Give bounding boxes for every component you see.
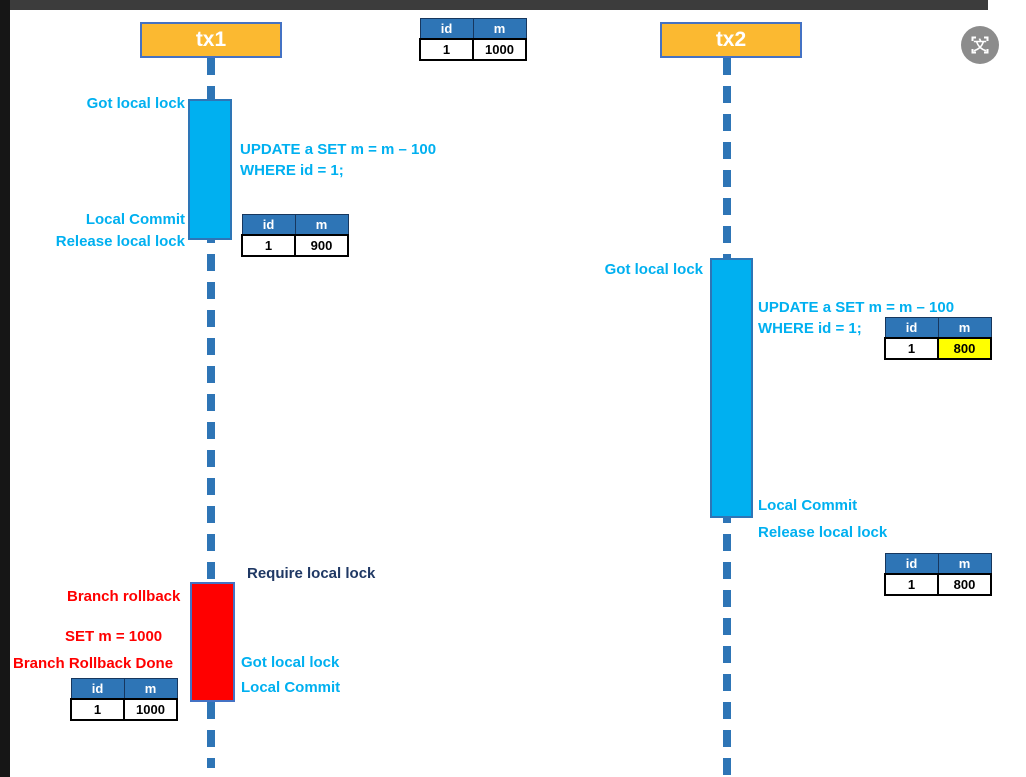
table-header-cell: id xyxy=(884,553,939,575)
table-cell: 1 xyxy=(241,234,296,257)
table-cell: 1000 xyxy=(472,38,527,61)
set-m-1000-label: SET m = 1000 xyxy=(65,628,163,645)
window-edge-top xyxy=(0,0,988,10)
table-header-cell: m xyxy=(123,678,178,700)
branch-rollback-label: Branch rollback xyxy=(67,588,181,605)
translate-icon[interactable]: 文 xyxy=(960,25,1000,65)
table-after-tx2-commit: id m 1 800 xyxy=(884,553,992,596)
table-header-cell: id xyxy=(241,214,296,236)
table-header-cell: id xyxy=(70,678,125,700)
actor-tx2: tx2 xyxy=(660,22,802,58)
tx2-update-sql-line2: WHERE id = 1; xyxy=(758,320,862,337)
tx1-local-commit-label: Local Commit xyxy=(85,211,185,228)
table-cell: 800 xyxy=(937,573,992,596)
tx1-rollback-bar xyxy=(190,582,235,702)
table-initial-state: id m 1 1000 xyxy=(419,18,527,61)
table-cell: 1 xyxy=(884,337,939,360)
tx1-lifeline xyxy=(207,58,215,768)
tx2-activation-bar xyxy=(710,258,753,518)
tx1-got-local-lock-label: Got local lock xyxy=(86,95,185,112)
table-cell: 1 xyxy=(884,573,939,596)
translate-icon-glyph: 文 xyxy=(961,26,999,64)
tx2-release-local-lock-label: Release local lock xyxy=(758,524,888,541)
actor-tx2-label: tx2 xyxy=(715,28,747,51)
tx1-update-sql-line1: UPDATE a SET m = m – 100 xyxy=(240,141,437,158)
actor-tx1: tx1 xyxy=(140,22,282,58)
tx1-activation-bar xyxy=(188,99,232,240)
rollback-got-local-lock-label: Got local lock xyxy=(241,654,340,671)
table-header-cell: id xyxy=(884,317,939,339)
table-tx2-update-highlight: id m 1 800 xyxy=(884,317,992,360)
actor-tx1-label: tx1 xyxy=(195,28,227,51)
table-after-rollback: id m 1 1000 xyxy=(70,678,178,721)
tx1-release-local-lock-label: Release local lock xyxy=(55,233,185,250)
table-after-tx1-commit: id m 1 900 xyxy=(241,214,349,257)
window-edge-left xyxy=(0,0,10,777)
tx1-update-sql-line2: WHERE id = 1; xyxy=(240,162,344,179)
table-cell: 1 xyxy=(419,38,474,61)
table-header-cell: m xyxy=(294,214,349,236)
svg-text:文: 文 xyxy=(973,38,987,54)
table-header-cell: id xyxy=(419,18,474,40)
tx2-update-sql-line1: UPDATE a SET m = m – 100 xyxy=(758,299,955,316)
table-cell: 1 xyxy=(70,698,125,721)
branch-rollback-done-label: Branch Rollback Done xyxy=(13,655,174,672)
table-cell: 900 xyxy=(294,234,349,257)
table-cell-highlighted: 800 xyxy=(937,337,992,360)
tx2-update-sql-label: UPDATE a SET m = m – 100 WHERE id = 1; xyxy=(758,297,954,339)
rollback-local-commit-label: Local Commit xyxy=(241,679,341,696)
table-header-cell: m xyxy=(937,553,992,575)
tx2-got-local-lock-label: Got local lock xyxy=(604,261,703,278)
table-cell: 1000 xyxy=(123,698,178,721)
table-header-cell: m xyxy=(472,18,527,40)
table-header-cell: m xyxy=(937,317,992,339)
require-local-lock-label: Require local lock xyxy=(247,565,376,582)
tx2-local-commit-label: Local Commit xyxy=(758,497,858,514)
tx1-update-sql-label: UPDATE a SET m = m – 100 WHERE id = 1; xyxy=(240,139,436,181)
